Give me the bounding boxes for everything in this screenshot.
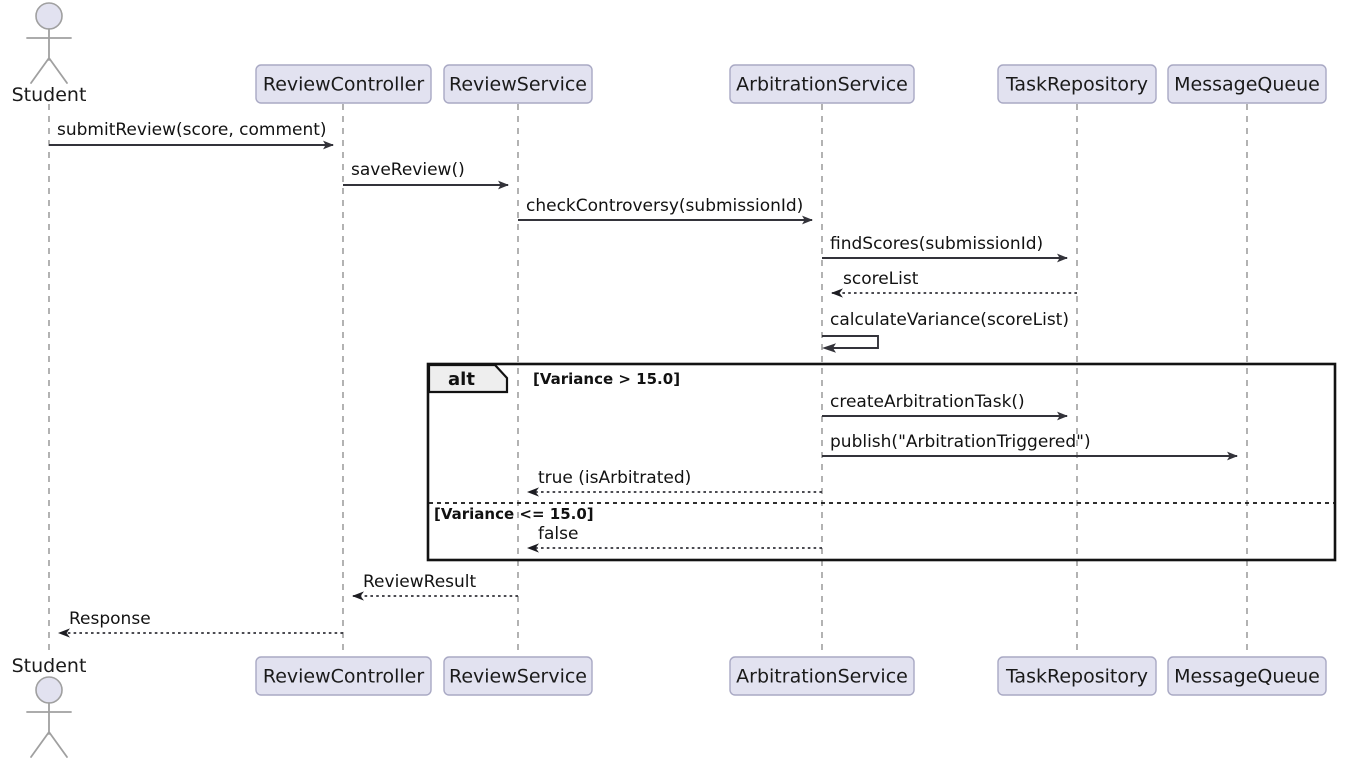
participant-label: MessageQueue: [1174, 74, 1320, 96]
actor-student-top[interactable]: Student: [12, 2, 87, 106]
fragment-guard-1: [Variance > 15.0]: [533, 370, 680, 388]
messages-group: submitReview(score, comment) saveReview(…: [49, 120, 1238, 638]
participant-box: [443, 64, 593, 104]
actor-student-bottom[interactable]: Student: [12, 655, 87, 758]
participant-box: [997, 656, 1157, 696]
participant-label: MessageQueue: [1174, 666, 1320, 688]
participant-messagequeue-bottom[interactable]: MessageQueue: [1167, 656, 1327, 696]
participant-label: ArbitrationService: [736, 666, 908, 688]
actor-head-icon-bottom: [35, 676, 63, 704]
participant-label: TaskRepository: [1005, 74, 1148, 96]
fragment-operator-label: alt: [448, 369, 475, 390]
actor-body-icon-bottom: [26, 702, 72, 758]
fragment-guard-2: [Variance <= 15.0]: [434, 505, 594, 523]
message-label: createArbitrationTask(): [830, 392, 1025, 412]
message-score-list-return[interactable]: scoreList: [831, 269, 1077, 298]
message-label: scoreList: [843, 269, 919, 289]
message-label: ReviewResult: [363, 572, 477, 592]
participant-label: TaskRepository: [1005, 666, 1148, 688]
participant-boxes-bottom: ReviewController ReviewService Arbitrati…: [255, 656, 1327, 696]
participant-box: [443, 656, 593, 696]
participant-box: [1167, 656, 1327, 696]
participant-box: [997, 64, 1157, 104]
message-true-is-arbitrated-return[interactable]: true (isArbitrated): [527, 468, 822, 497]
participant-taskrepository-top[interactable]: TaskRepository: [997, 64, 1157, 104]
participant-messagequeue-top[interactable]: MessageQueue: [1167, 64, 1327, 104]
fragment-operator-tab: [427, 363, 509, 394]
participant-label: ReviewController: [263, 666, 424, 688]
participant-reviewservice-bottom[interactable]: ReviewService: [443, 656, 593, 696]
message-label: false: [538, 524, 578, 544]
message-check-controversy[interactable]: checkControversy(submissionId): [518, 196, 813, 225]
actor-body-icon: [26, 28, 72, 84]
message-submit-review[interactable]: submitReview(score, comment): [49, 120, 334, 150]
participant-boxes-top: ReviewController ReviewService Arbitrati…: [255, 64, 1327, 104]
message-label: findScores(submissionId): [830, 234, 1043, 254]
message-label: checkControversy(submissionId): [526, 196, 803, 216]
lifelines-group: [48, 104, 1248, 655]
participant-box: [255, 64, 432, 104]
participant-label: ReviewService: [449, 666, 587, 688]
message-find-scores[interactable]: findScores(submissionId): [822, 234, 1068, 263]
participant-box: [729, 64, 915, 104]
message-response-return[interactable]: Response: [58, 609, 343, 638]
actor-head-icon: [35, 2, 63, 30]
message-save-review[interactable]: saveReview(): [343, 160, 509, 190]
participant-label: ArbitrationService: [736, 74, 908, 96]
message-publish-arbitration-triggered[interactable]: publish("ArbitrationTriggered"): [822, 432, 1238, 461]
message-label: saveReview(): [351, 160, 465, 180]
message-review-result-return[interactable]: ReviewResult: [352, 572, 518, 601]
self-call-arrowhead-icon: [822, 343, 836, 353]
actor-label-top: Student: [12, 84, 87, 106]
message-label: true (isArbitrated): [538, 468, 691, 488]
message-label: calculateVariance(scoreList): [830, 310, 1069, 330]
self-call-path: [822, 335, 879, 349]
message-create-arbitration-task[interactable]: createArbitrationTask(): [822, 392, 1068, 421]
participant-box: [255, 656, 432, 696]
participant-arbitrationservice-bottom[interactable]: ArbitrationService: [729, 656, 915, 696]
message-label: Response: [69, 609, 151, 629]
message-label: submitReview(score, comment): [57, 120, 327, 140]
participant-box: [1167, 64, 1327, 104]
participant-reviewservice-top[interactable]: ReviewService: [443, 64, 593, 104]
participant-reviewcontroller-top[interactable]: ReviewController: [255, 64, 432, 104]
participant-arbitrationservice-top[interactable]: ArbitrationService: [729, 64, 915, 104]
alt-fragment[interactable]: alt [Variance > 15.0] [Variance <= 15.0]: [426, 362, 1337, 562]
participant-label: ReviewController: [263, 74, 424, 96]
actor-label-bottom: Student: [12, 655, 87, 677]
participant-reviewcontroller-bottom[interactable]: ReviewController: [255, 656, 432, 696]
fragment-border: [426, 362, 1337, 562]
message-label: publish("ArbitrationTriggered"): [830, 432, 1091, 452]
message-false-return[interactable]: false: [527, 524, 822, 553]
message-calculate-variance-self[interactable]: calculateVariance(scoreList): [822, 310, 1069, 353]
participant-label: ReviewService: [449, 74, 587, 96]
participant-taskrepository-bottom[interactable]: TaskRepository: [997, 656, 1157, 696]
participant-box: [729, 656, 915, 696]
